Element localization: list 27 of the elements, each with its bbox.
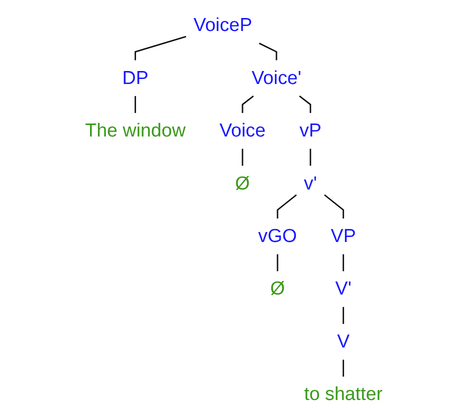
node-text: VP [330, 226, 356, 247]
connector [342, 306, 344, 324]
connector [134, 96, 136, 113]
connector [134, 36, 186, 60]
connector [324, 194, 344, 218]
connector [298, 96, 311, 113]
node-text: V' [334, 278, 352, 300]
node-text: Voice' [251, 68, 301, 89]
node-text: VoiceP [193, 15, 252, 36]
node-text: The window [84, 120, 186, 142]
connector [241, 96, 254, 113]
node-text: vP [299, 120, 322, 142]
node-text: Ø [270, 278, 285, 300]
node-text: Voice [219, 120, 266, 142]
connector [342, 360, 344, 377]
connector [309, 148, 311, 166]
connector [241, 148, 243, 166]
node-text: V [336, 331, 350, 352]
node-text: DP [122, 68, 148, 89]
connector [276, 194, 296, 218]
node-text: vGO [258, 226, 297, 247]
connector [342, 254, 344, 272]
connector [276, 254, 278, 272]
node-text: to shatter [304, 384, 382, 405]
node-text: v' [304, 173, 317, 194]
connector [258, 42, 277, 60]
node-text: Ø [234, 173, 250, 194]
